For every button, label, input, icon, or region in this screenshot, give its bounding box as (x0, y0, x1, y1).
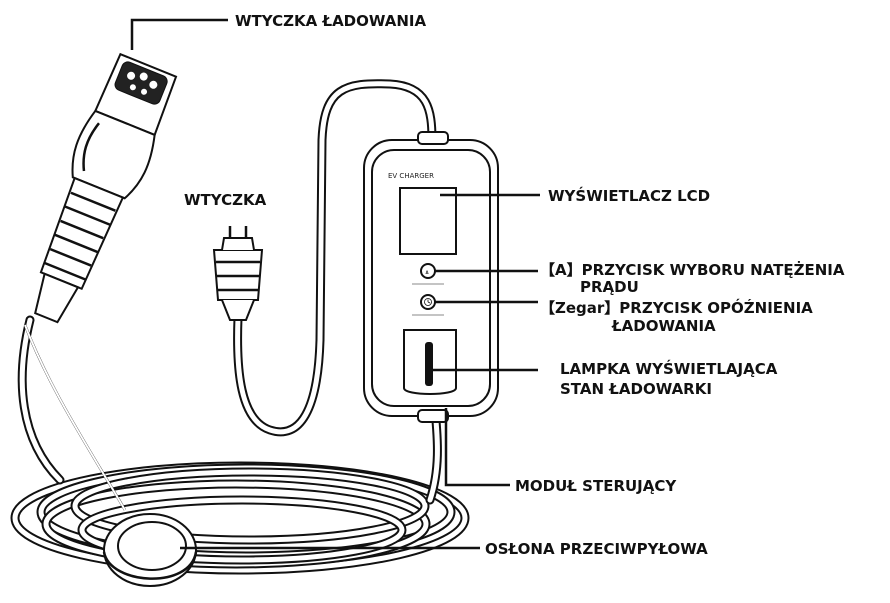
cable-from-charging-plug (17, 315, 65, 485)
label-delay-button-line2: ŁADOWANIA (611, 317, 716, 335)
label-charging-plug: WTYCZKA ŁADOWANIA (235, 12, 427, 30)
device-caption: EV CHARGER (388, 172, 434, 180)
clock-icon (424, 298, 432, 306)
charging-plug (34, 52, 178, 324)
current-select-button[interactable]: A (420, 263, 436, 279)
coiled-cable (10, 461, 470, 575)
label-current-button-line2: PRĄDU (580, 278, 639, 296)
delay-timer-button[interactable] (420, 294, 436, 310)
label-control-module: MODUŁ STERUJĄCY (515, 477, 677, 495)
leader-lines (130, 18, 540, 550)
control-box: EV CHARGER A (363, 131, 499, 423)
dust-cover (102, 513, 198, 587)
cable-to-control-box (425, 405, 442, 505)
label-status-lamp-line2: STAN ŁADOWARKI (560, 380, 712, 398)
dust-cover-tether (23, 324, 127, 511)
labels: WTYCZKA ŁADOWANIA WTYCZKA WYŚWIETLACZ LC… (184, 12, 845, 558)
wall-plug (212, 226, 264, 321)
label-lcd-display: WYŚWIETLACZ LCD (548, 186, 710, 205)
label-current-button-line1: 【A】PRZYCISK WYBORU NATĘŻENIA (540, 260, 845, 279)
label-dust-cover: OSŁONA PRZECIWPYŁOWA (485, 540, 708, 558)
button-a-glyph: A (426, 270, 430, 275)
lcd-screen (399, 187, 457, 255)
cable-from-wall-plug (233, 79, 437, 437)
label-delay-button-line1: 【Zegar】PRZYCISK OPÓŹNIENIA (540, 298, 813, 317)
label-plug: WTYCZKA (184, 191, 267, 209)
status-lamp (425, 342, 433, 386)
label-status-lamp-line1: LAMPKA WYŚWIETLAJĄCA (560, 359, 778, 378)
